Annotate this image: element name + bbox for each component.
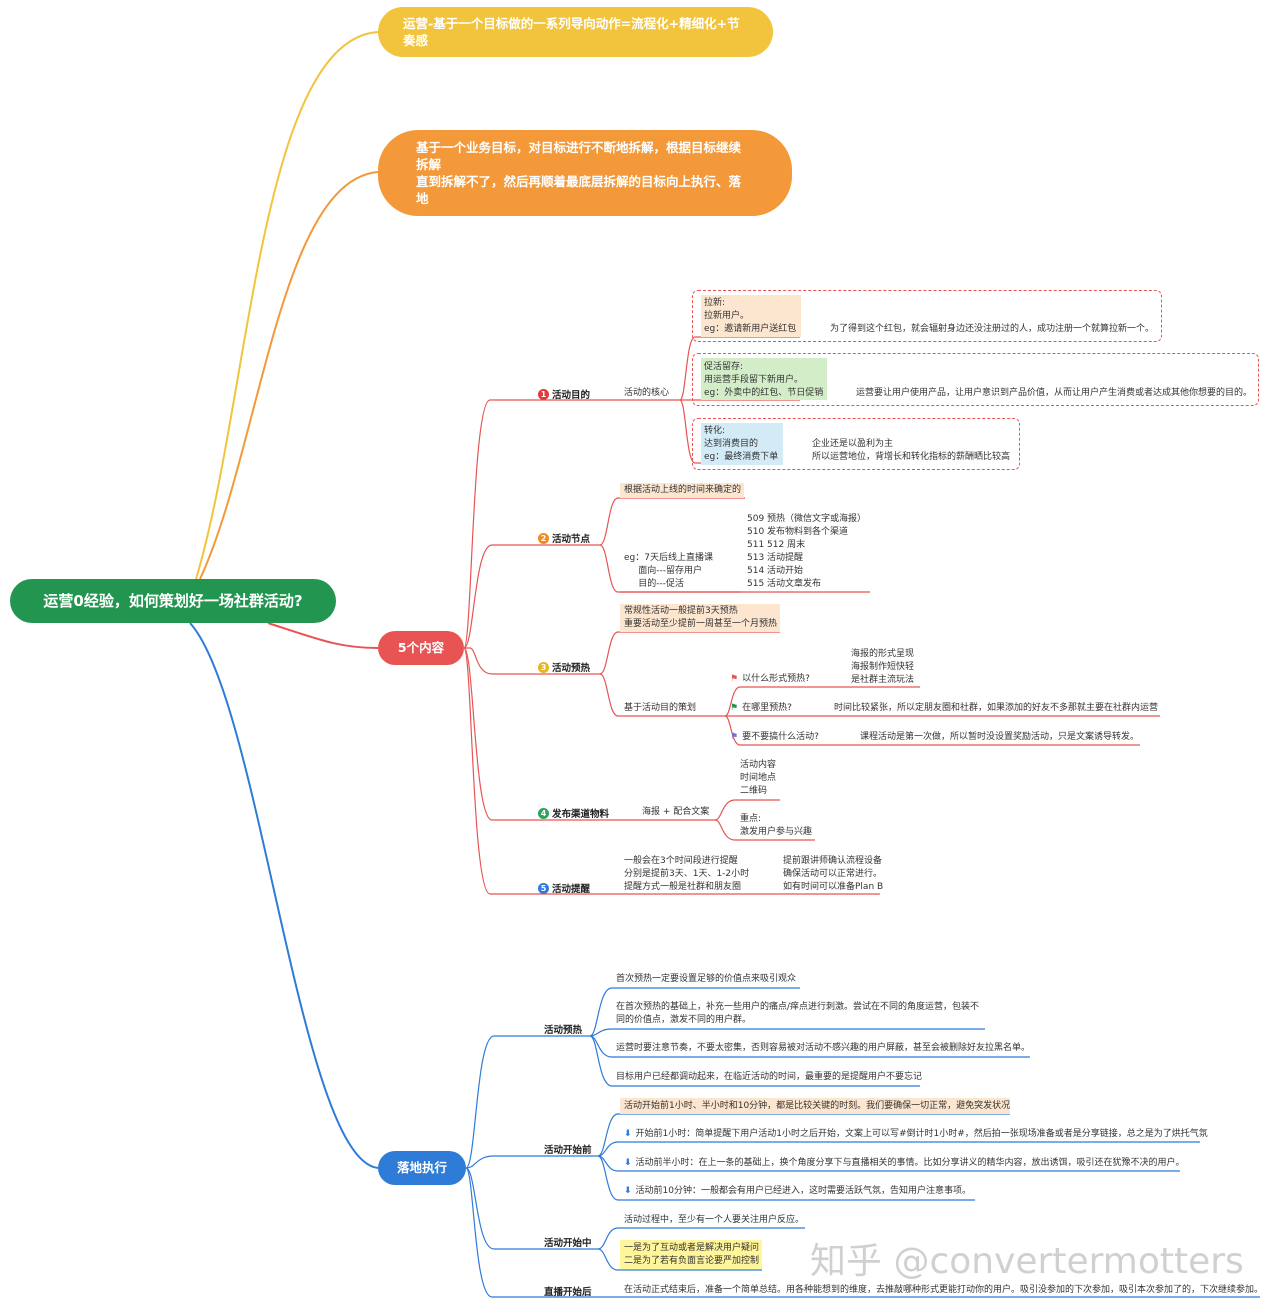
reminder-side-note: 提前跟讲师确认流程设备 确保活动可以正常进行。 如有时间可以准备Plan B [783, 856, 884, 892]
exec-during-label[interactable]: 活动开始中 [544, 1238, 592, 1249]
preheat-basis: 基于活动目的策划 [624, 703, 697, 713]
number-3-icon: 3 [538, 662, 549, 673]
down-arrow-icon: ⬇ [624, 1129, 632, 1139]
preheat-head: 常规性活动一般提前3天预热 重要活动至少提前一周甚至一个月预热 [624, 606, 778, 629]
root-node[interactable]: 运营0经验，如何策划好一场社群活动? [10, 579, 336, 623]
green-flag-icon: ⚑ [730, 703, 739, 713]
exec-during-b: 一是为了互动或者是解决用户疑问 二是为了若有负面言论要严加控制 [624, 1243, 760, 1266]
purpose-box-conversion [692, 418, 1020, 470]
exec-preheat-label[interactable]: 活动预热 [544, 1025, 583, 1036]
purpose-core: 活动的核心 [624, 388, 670, 398]
purpose-box-retention [692, 353, 1259, 406]
definition-node[interactable]: 运营-基于一个目标做的一系列导向动作=流程化+精细化+节 奏感 [378, 7, 773, 57]
preheat-question-where: ⚑在哪里预热? [730, 703, 792, 713]
exec-preheat-item-4: 目标用户已经都调动起来，在临近活动的时间，最重要的是提醒用户不要忘记 [616, 1072, 923, 1082]
timeline-example: eg：7天后线上直播课 面向---留存用户 目的---促活 [624, 553, 713, 589]
acquisition-highlight [701, 295, 801, 337]
exec-during-highlight [620, 1240, 762, 1269]
timeline-schedule: 509 预热（微信文字或海报） 510 发布物料到各个渠道 511 512 周末… [747, 514, 867, 589]
number-2-icon: 2 [538, 533, 549, 544]
release-list: 活动内容 时间地点 二维码 [740, 760, 777, 796]
purple-flag-icon: ⚑ [730, 732, 739, 742]
conversion-note: 企业还是以盈利为主 所以运营地位，背增长和转化指标的薪酬晒比较高 [812, 439, 1011, 462]
conversion-highlight [701, 423, 783, 465]
exec-after-label[interactable]: 直播开始后 [544, 1287, 592, 1298]
preheat-text: 活动预热 [552, 663, 591, 674]
exec-before-item-2: ⬇活动前半小时：在上一条的基础上，换个角度分享下与直播相关的事情。比如分享讲义的… [624, 1158, 1185, 1168]
purpose-text: 活动目的 [552, 390, 591, 401]
retention-tag: 促活留存: 用运营手段留下新用户。 eg：外卖中的红包、节日促销 [704, 362, 824, 398]
preheat-answer-activity: 课程活动是第一次做，所以暂时没设置奖励活动，只是文案诱导转发。 [860, 732, 1140, 742]
purpose-box-acquisition [692, 290, 1162, 342]
watermark: 知乎 @convertermotters [810, 1241, 1244, 1282]
red-flag-icon: ⚑ [730, 674, 739, 684]
exec-preheat-item-2: 在首次预热的基础上，补充一些用户的痛点/痒点进行刺激。尝试在不同的角度运营，包装… [616, 1002, 980, 1025]
preheat-question-form: ⚑以什么形式预热? [730, 674, 810, 684]
preheat-answer-form: 海报的形式呈现 海报制作短快轻 是社群主流玩法 [851, 649, 915, 685]
exec-before-item-1: ⬇开始前1小时：简单提醒下用户活动1小时之后开始，文案上可以写#倒计时1小时#，… [624, 1129, 1208, 1139]
exec-after-text: 在活动正式结束后，准备一个简单总结。用各种能想到的维度，去推敲哪种形式更能打动你… [624, 1285, 1264, 1295]
release-materials: 海报 + 配合文案 [642, 807, 710, 817]
decomposition-node[interactable]: 基于一个业务目标，对目标进行不断地拆解，根据目标继续 拆解 直到拆解不了，然后再… [378, 130, 792, 216]
retention-note: 运营要让用户使用产品，让用户意识到产品价值，从而让用户产生消费或者达成其他你想要… [856, 388, 1253, 398]
acquisition-tag: 拉新: 拉新用户。 eg：邀请新用户送红包 [704, 298, 797, 334]
exec-before-label[interactable]: 活动开始前 [544, 1145, 592, 1156]
preheat-question-activity: ⚑要不要搞什么活动? [730, 732, 819, 742]
execution-node[interactable]: 落地执行 [378, 1151, 466, 1185]
exec-before-head-highlight [620, 1098, 1010, 1114]
timeline-text: 活动节点 [552, 534, 591, 545]
number-1-icon: 1 [538, 389, 549, 400]
down-arrow-icon: ⬇ [624, 1186, 632, 1196]
number-5-icon: 5 [538, 883, 549, 894]
exec-before-head: 活动开始前1小时、半小时和10分钟，都是比较关键的时刻。我们要确保一切正常，避免… [624, 1101, 1011, 1111]
timeline-head: 根据活动上线的时间来确定的 [624, 485, 742, 495]
exec-before-item-3: ⬇活动前10分钟：一般都会有用户已经进入，这时需要活跃气氛，告知用户注意事项。 [624, 1186, 972, 1196]
down-arrow-icon: ⬇ [624, 1158, 632, 1168]
retention-highlight [701, 358, 827, 400]
five-contents-node[interactable]: 5个内容 [378, 631, 464, 665]
timeline-head-highlight [620, 483, 744, 498]
preheat-head-highlight [620, 604, 780, 632]
exec-preheat-item-1: 首次预热一定要设置足够的价值点来吸引观众 [616, 974, 797, 984]
preheat-answer-where: 时间比较紧张，所以定朋友圈和社群，如果添加的好友不多那就主要在社群内运营 [834, 703, 1159, 713]
release-text: 发布渠道物料 [552, 809, 610, 820]
number-4-icon: 4 [538, 808, 549, 819]
release-focus: 重点: 激发用户参与兴趣 [740, 814, 813, 837]
exec-during-a: 活动过程中，至少有一个人要关注用户反应。 [624, 1215, 805, 1225]
exec-preheat-item-3: 运营时要注意节奏，不要太密集，否则容易被对活动不感兴趣的用户屏蔽，甚至会被删除好… [616, 1043, 1031, 1053]
reminder-text: 活动提醒 [552, 884, 591, 895]
reminder-details: 一般会在3个时间段进行提醒 分别是提前3天、1天、1-2小时 提醒方式一般是社群… [624, 856, 750, 892]
acquisition-note: 为了得到这个红包，就会辐射身边还没注册过的人，成功注册一个就算拉新一个。 [830, 324, 1155, 334]
conversion-tag: 转化: 达到消费目的 eg：最终消费下单 [704, 426, 779, 462]
